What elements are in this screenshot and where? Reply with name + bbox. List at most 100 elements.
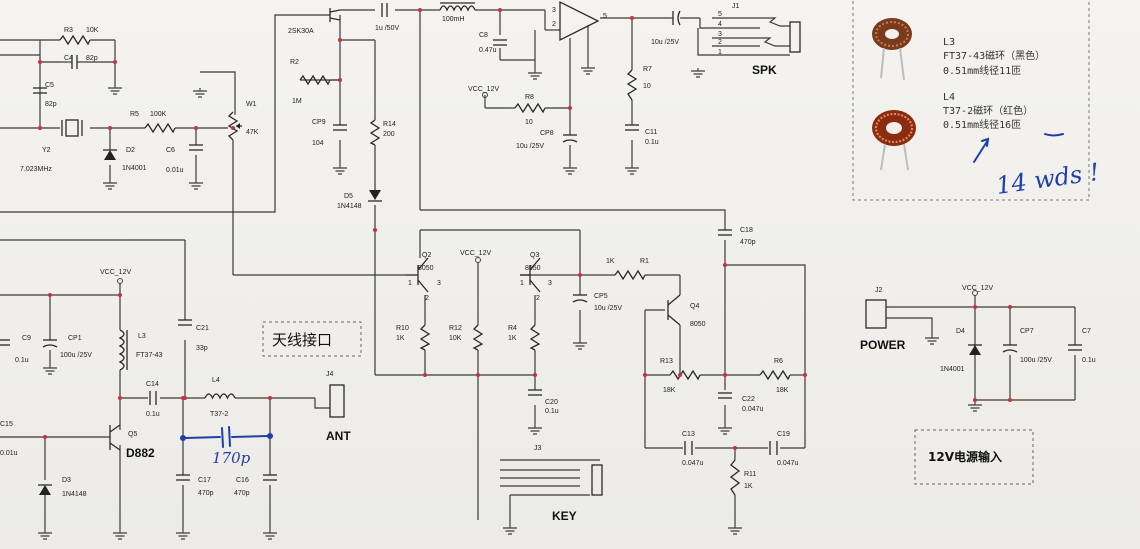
q3-label: Q3: [530, 252, 539, 259]
c7-value: 0.1u: [1082, 357, 1096, 364]
components-middle: [405, 229, 791, 496]
j3-label: J3: [534, 445, 542, 452]
junction-dots: [38, 8, 1012, 450]
d4-value: 1N4001: [940, 366, 965, 373]
amp-pin-3: 3: [552, 7, 556, 14]
vcc-posts: [117, 92, 978, 296]
key-label: KEY: [552, 509, 577, 523]
r13-value: 18K: [663, 387, 676, 394]
r11-label: R11: [744, 471, 756, 478]
r7-label: R7: [643, 66, 652, 73]
q2-value: 8050: [418, 265, 434, 272]
amp-pin-5: 5: [603, 13, 607, 20]
vcc-top: VCC_12V: [468, 86, 499, 93]
q5-label: Q5: [128, 431, 137, 438]
wires-middle: [233, 229, 806, 525]
l4-note-line2: 0.51mm线径16匝: [943, 118, 1021, 131]
r7-value: 10: [643, 83, 651, 90]
ground-symbols: [37, 65, 983, 540]
power-label: POWER: [860, 338, 906, 352]
j1-pin-2: 2: [718, 39, 722, 46]
cp8-label: CP8: [540, 130, 554, 137]
d5-value: 1N4148: [337, 203, 362, 210]
l3-note-line2: 0.51mm线径11匝: [943, 64, 1021, 77]
d3-value: 1N4148: [62, 491, 87, 498]
r12-label: R12: [449, 325, 462, 332]
labels-bottom-left: VCC_12V C9 0.1u CP1 100u /25V L3 FT37-43…: [0, 269, 362, 498]
l3-note-line1: FT37-43磁环（黑色）: [943, 49, 1045, 62]
cp8-value: 10u /25V: [516, 143, 544, 150]
c22-label: C22: [742, 396, 755, 403]
power-input-label: 12V电源输入: [928, 449, 1002, 464]
q2-pin-1: 1: [408, 280, 412, 287]
r10-value: 1K: [396, 335, 405, 342]
ant-label: ANT: [326, 429, 351, 443]
j1-pin-1: 1: [718, 49, 722, 56]
d2-value: 1N4001: [122, 165, 147, 172]
c16-label: C16: [236, 477, 249, 484]
c4-label: C4: [64, 55, 73, 62]
c8-value: 0.47u: [479, 47, 497, 54]
q2-pin-2: 2: [425, 295, 429, 302]
r2-value: 1M: [292, 98, 302, 105]
c9-value: 0.1u: [15, 357, 29, 364]
r4-value: 1K: [508, 335, 517, 342]
d2-label: D2: [126, 147, 135, 154]
d4-label: D4: [956, 328, 965, 335]
r5-label: R5: [130, 111, 139, 118]
r4-label: R4: [508, 325, 517, 332]
r6-label: R6: [774, 358, 783, 365]
l3-note-name: L3: [943, 37, 955, 48]
c16-value: 470p: [234, 490, 250, 497]
c11-label: C11: [645, 129, 657, 136]
jfet-value: 2SK30A: [288, 28, 314, 35]
j1-pin-3: 3: [718, 31, 722, 38]
c5-value: 82p: [45, 101, 57, 108]
q2-label: Q2: [422, 252, 431, 259]
vcc-bottom-left: VCC_12V: [100, 269, 131, 276]
cp1-label: CP1: [68, 335, 82, 342]
c19-value: 0.047u: [777, 460, 799, 467]
r1-value: 1K: [606, 258, 615, 265]
c15-label: C15: [0, 421, 13, 428]
power-input-box: [914, 429, 1034, 485]
l4-note-name: L4: [943, 92, 955, 103]
r6-value: 18K: [776, 387, 789, 394]
j1-pin-5: 5: [718, 11, 722, 18]
l3-label: L3: [138, 333, 146, 340]
c6-label: C6: [166, 147, 175, 154]
r10-label: R10: [396, 325, 409, 332]
wires-top: [0, 9, 730, 375]
c13-label: C13: [682, 431, 695, 438]
r1-label: R1: [640, 258, 649, 265]
w1-value: 47K: [246, 129, 259, 136]
q2-pin-3: 3: [437, 280, 441, 287]
c6-value: 0.01u: [166, 167, 184, 174]
y2-value: 7.023MHz: [20, 166, 52, 173]
handwritten-170p: 170p: [212, 449, 251, 467]
amp-pin-2: 2: [552, 21, 556, 28]
c21-label: C21: [196, 325, 209, 332]
c17-value: 470p: [198, 490, 214, 497]
l3-toroid-photo: [872, 18, 912, 81]
j1-pin-4: 4: [718, 21, 722, 28]
cp7-label: CP7: [1020, 328, 1034, 335]
c17-label: C17: [198, 477, 211, 484]
j1-label: J1: [732, 3, 740, 10]
l4-value: T37-2: [210, 411, 228, 418]
c18-value: 470p: [740, 239, 756, 246]
r5-value: 100K: [150, 111, 167, 118]
q3-value: 8550: [525, 265, 541, 272]
r12-value: 10K: [449, 335, 462, 342]
c21-value: 33p: [196, 345, 208, 352]
power-section: J2 POWER VCC_12V D4 1N4001 CP7 100u /25V…: [860, 285, 1096, 485]
antenna-port-box: [262, 321, 362, 357]
q4-label: Q4: [690, 303, 699, 310]
c4-value: 82p: [86, 55, 98, 62]
j2-label: J2: [875, 287, 883, 294]
labels-middle: C18 470p Q2 8050 VCC_12V Q3 8550 1K R1 C…: [396, 227, 799, 523]
y2-label: Y2: [42, 147, 51, 154]
c18-label: C18: [740, 227, 753, 234]
l4-label: L4: [212, 377, 220, 384]
